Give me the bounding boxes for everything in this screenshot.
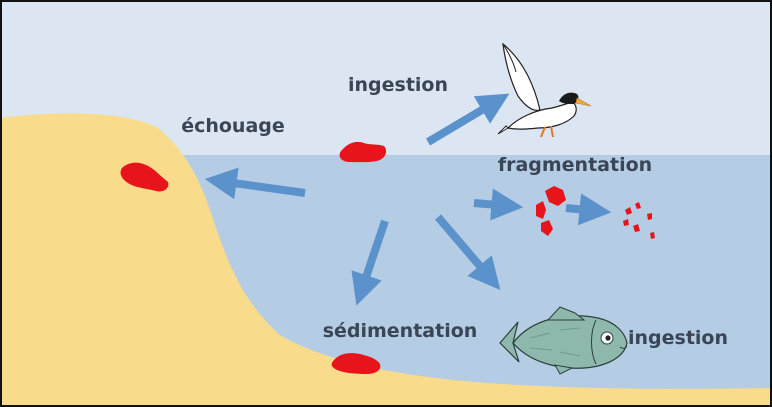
arrow-to-microplastics	[566, 208, 597, 211]
label-ingestion-bird: ingestion	[348, 74, 448, 96]
label-fragmentation: fragmentation	[498, 154, 652, 176]
label-ingestion-fish: ingestion	[628, 327, 728, 349]
label-stranding: échouage	[181, 115, 285, 137]
arrow-to-fragmentation	[474, 203, 509, 206]
label-sedimentation: sédimentation	[323, 320, 478, 342]
